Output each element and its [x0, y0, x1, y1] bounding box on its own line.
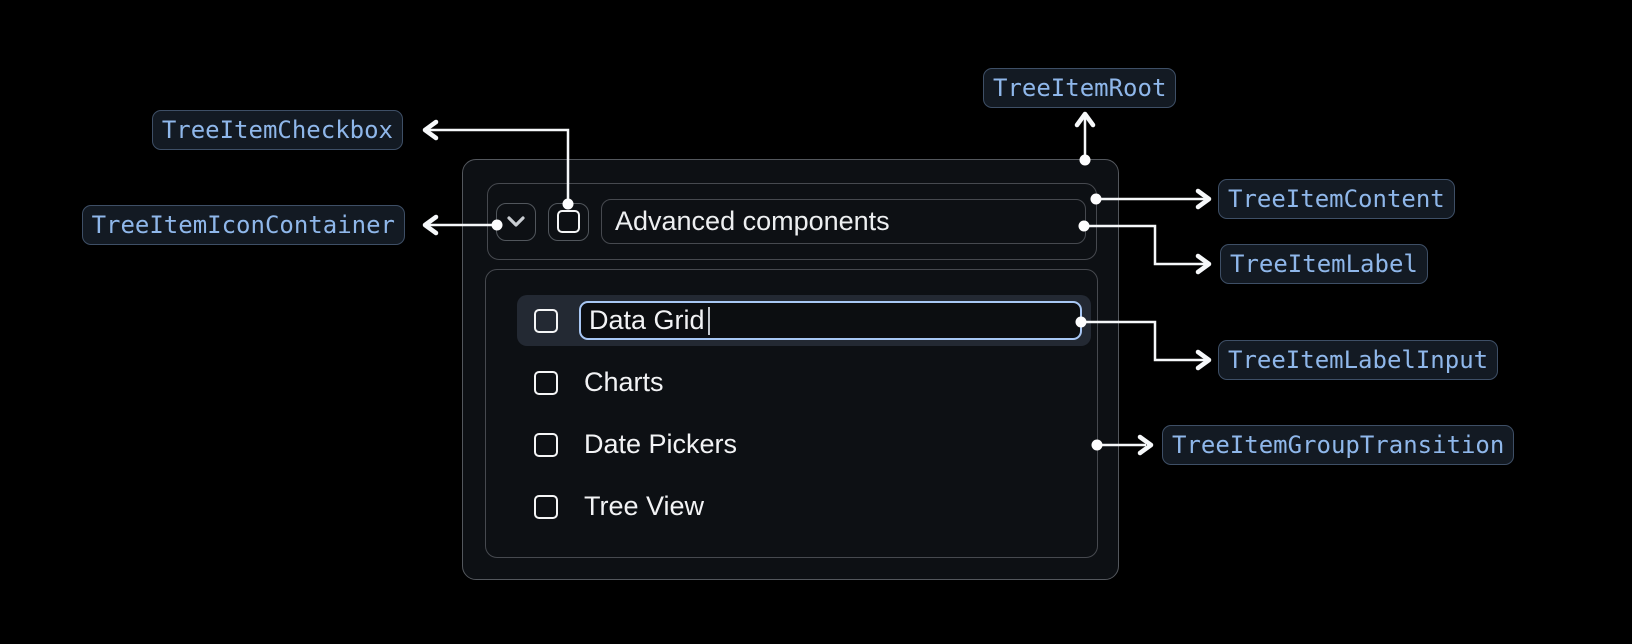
checkbox-unchecked-icon[interactable]	[534, 432, 558, 457]
tree-item-root: Advanced components Data Grid Charts Dat…	[462, 159, 1119, 580]
item-label-text: Charts	[584, 367, 664, 397]
tree-item-label[interactable]: Advanced components	[601, 199, 1086, 244]
tree-item-checkbox[interactable]	[548, 202, 589, 241]
checkbox-unchecked-icon[interactable]	[534, 370, 558, 395]
annotation-tree-item-label-input: TreeItemLabelInput	[1218, 340, 1499, 380]
tree-row-tree-view[interactable]: Tree View	[517, 481, 1091, 532]
tree-row-date-pickers[interactable]: Date Pickers	[517, 419, 1091, 470]
checkbox-unchecked-icon[interactable]	[534, 308, 558, 333]
checkbox-unchecked-icon[interactable]	[534, 494, 558, 519]
tree-row-data-grid[interactable]: Data Grid	[517, 295, 1091, 346]
item-label-text: Tree View	[584, 491, 705, 521]
annotation-tree-item-root: TreeItemRoot	[983, 68, 1177, 108]
annotation-tree-item-label: TreeItemLabel	[1220, 244, 1428, 284]
annotation-tree-item-checkbox: TreeItemCheckbox	[151, 110, 403, 150]
checkbox-unchecked-icon	[557, 210, 580, 233]
annotation-tree-item-icon-container: TreeItemIconContainer	[81, 205, 405, 245]
connector-tree-item-root	[1074, 111, 1096, 166]
annotation-tree-item-content: TreeItemContent	[1218, 179, 1455, 219]
tree-row-charts[interactable]: Charts	[517, 357, 1091, 408]
text-caret	[707, 306, 710, 335]
chevron-down-icon	[507, 215, 525, 227]
parent-label-text: Advanced components	[615, 206, 890, 236]
tree-item-label-input[interactable]: Data Grid	[579, 301, 1082, 340]
tree-item-group-transition: Data Grid Charts Date Pickers Tree View	[485, 269, 1098, 558]
item-label-text: Date Pickers	[584, 429, 738, 459]
annotation-tree-item-group-transition: TreeItemGroupTransition	[1162, 425, 1515, 465]
label-input-value: Data Grid	[589, 305, 705, 335]
tree-item-content[interactable]: Advanced components	[487, 183, 1097, 260]
tree-item-icon-container[interactable]	[496, 202, 536, 241]
